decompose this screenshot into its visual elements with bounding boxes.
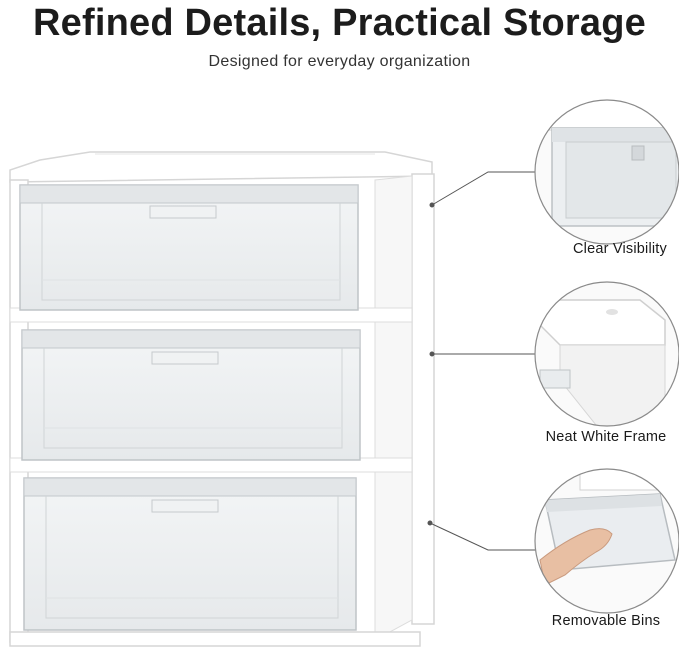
drawer-bottom [23,477,357,631]
page-title: Refined Details, Practical Storage [33,2,646,44]
callout-label-neat-white-frame: Neat White Frame [545,429,667,445]
unit-top [9,151,433,183]
hand-icon [539,528,613,586]
page-subtitle: Designed for everyday organization [208,53,471,70]
detail-circle-removable-bins [534,468,679,614]
detail-circle-clear-visibility [534,99,679,245]
drawer-middle [21,329,361,461]
callout-connectors [427,171,545,551]
detail-circle-white-frame [534,281,679,427]
unit-frame [9,173,435,647]
callout-label-clear-visibility: Clear Visibility [573,241,667,257]
drawer-top [19,184,359,311]
callout-label-removable-bins: Removable Bins [551,613,661,629]
three-drawer-storage-unit [9,151,435,647]
